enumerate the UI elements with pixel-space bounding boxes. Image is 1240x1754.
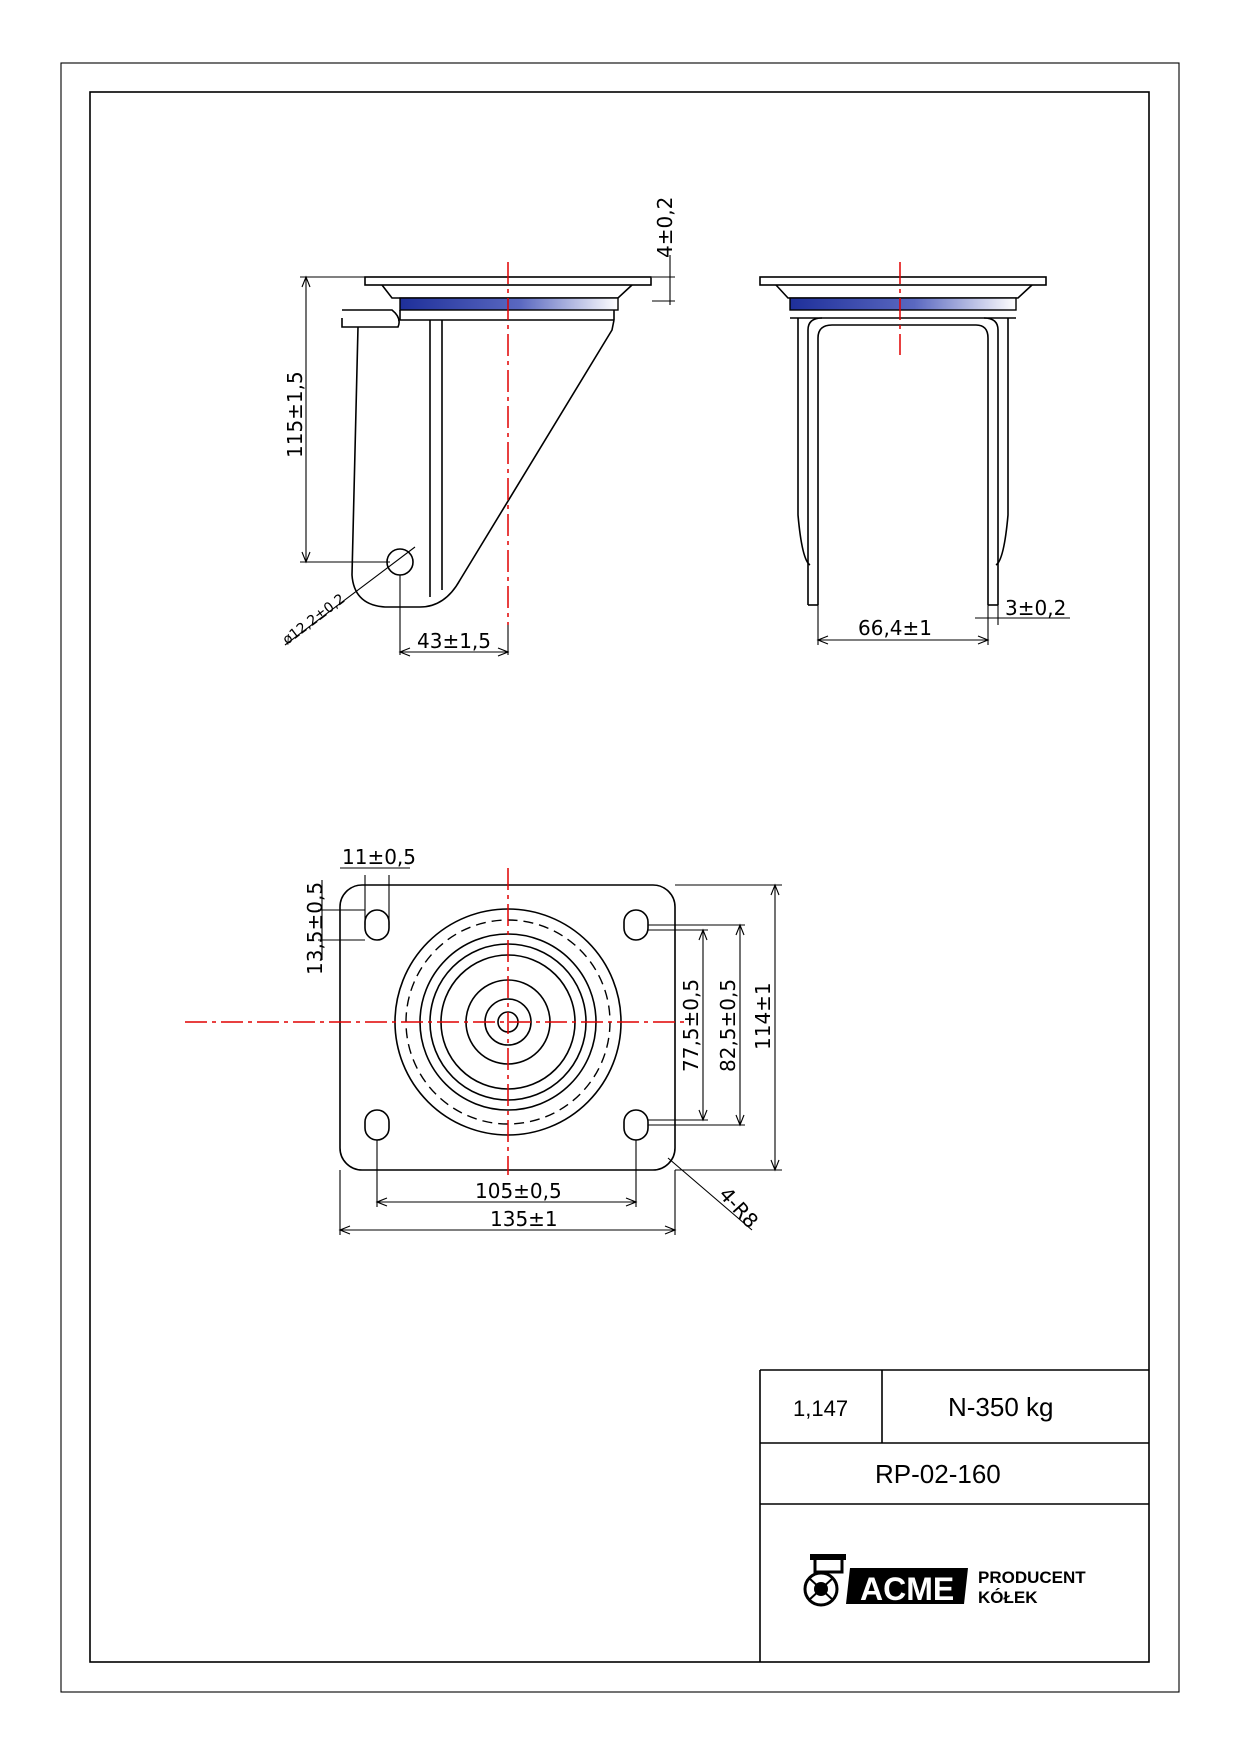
inner-frame xyxy=(89,91,1150,1663)
dim-plate-thickness: 4±0,2 xyxy=(653,197,677,258)
logo-line2: KÓŁEK xyxy=(978,1588,1038,1607)
dim-side-height: 115±1,5 xyxy=(283,371,307,458)
dim-top-height: 114±1 xyxy=(751,982,775,1050)
title-block: 1,147 N-350 kg RP-02-160 xyxy=(759,1369,1149,1662)
front-view: 66,4±1 3±0,2 xyxy=(759,262,1070,645)
top-view: 114±1 82,5±0,5 77,5±0,5 105±0,5 135±1 11… xyxy=(185,845,782,1235)
dim-corner-radius: 4-R8 xyxy=(714,1182,763,1233)
dim-front-width: 66,4±1 xyxy=(858,616,932,640)
scale-text: 1,147 xyxy=(793,1396,848,1421)
dim-side-offset: 43±1,5 xyxy=(417,629,491,653)
dim-slot-width: 11±0,5 xyxy=(342,845,416,869)
load-text: N-350 kg xyxy=(948,1392,1054,1422)
logo-line1: PRODUCENT xyxy=(978,1568,1086,1587)
dim-hole-diameter: ø12,2±0,2 xyxy=(280,591,349,648)
dim-hole-spacing-outer: 82,5±0,5 xyxy=(716,979,740,1072)
logo-brand: ACME xyxy=(860,1571,954,1607)
dim-hole-spacing-inner: 77,5±0,5 xyxy=(679,979,703,1072)
dim-front-wall: 3±0,2 xyxy=(1005,596,1066,620)
dim-slot-length: 13,5±0,5 xyxy=(303,882,327,975)
outer-frame xyxy=(60,62,1180,1693)
dim-top-width: 135±1 xyxy=(490,1207,558,1231)
dim-hole-spacing-x: 105±0,5 xyxy=(475,1179,562,1203)
caster-wheel-icon xyxy=(803,1554,846,1607)
side-view: 115±1,5 4±0,2 43±1,5 ø12,2±0,2 xyxy=(280,197,677,657)
part-number: RP-02-160 xyxy=(875,1459,1001,1489)
acme-logo: ACME PRODUCENT KÓŁEK xyxy=(803,1554,1086,1607)
